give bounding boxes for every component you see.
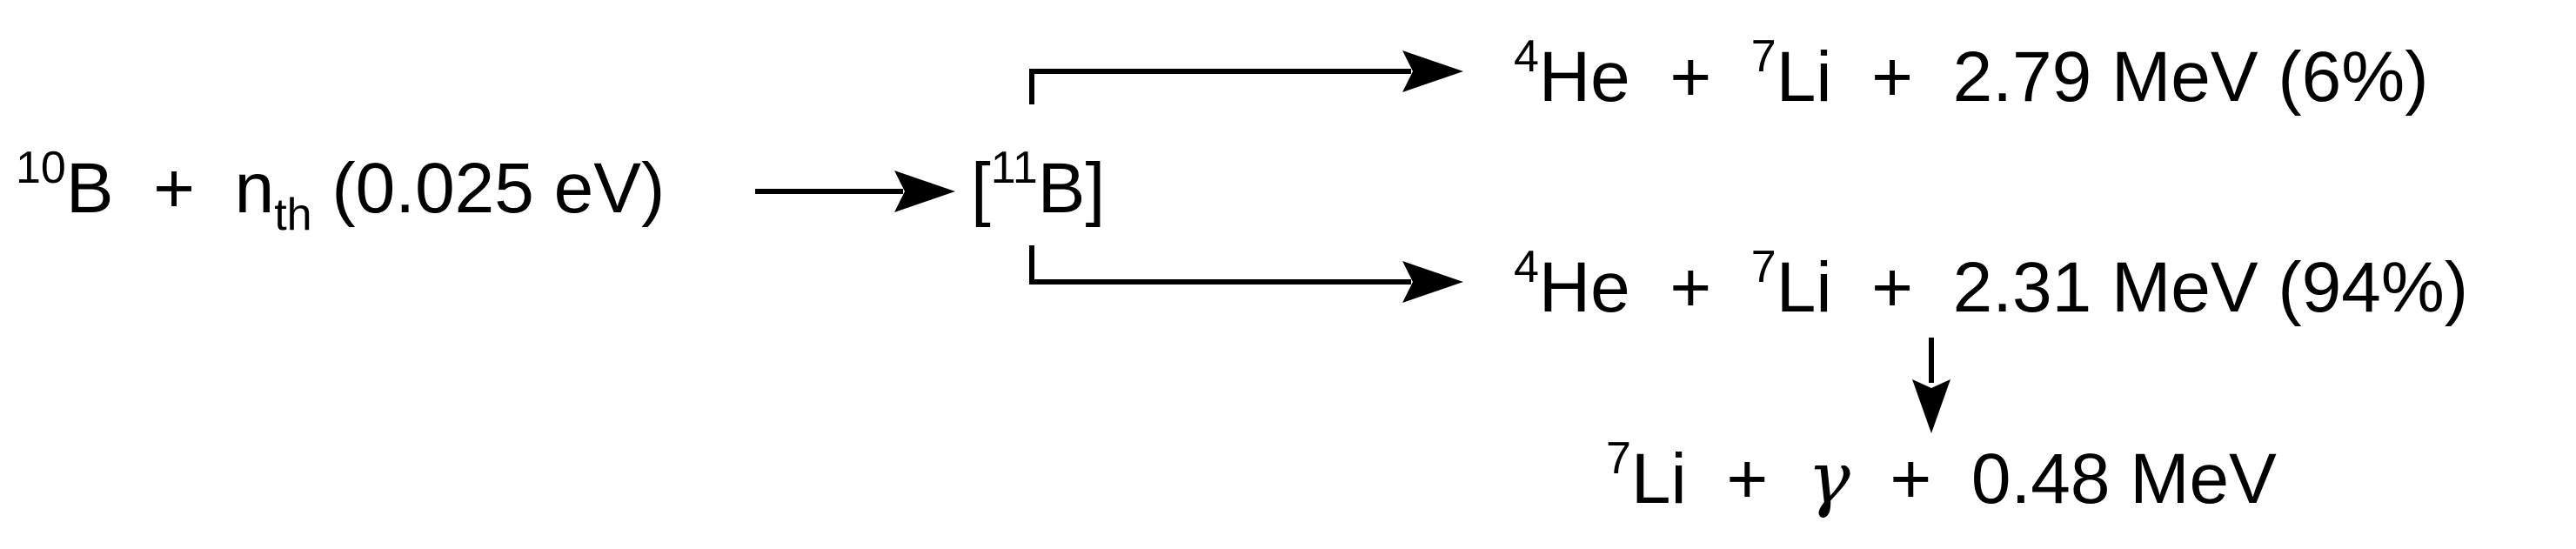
decay-plus-2: +	[1890, 439, 1932, 519]
bottom-energy: 2.31 MeV	[1952, 248, 2258, 327]
reaction-arrowhead	[894, 171, 955, 212]
top-he-mass: 4	[1514, 31, 1539, 82]
intermediate-close-bracket: ]	[1085, 149, 1106, 228]
top-li-symbol: Li	[1776, 37, 1832, 117]
bottom-he-mass: 4	[1514, 242, 1539, 292]
intermediate-open-bracket: [	[971, 149, 991, 228]
neutron-energy: (0.025 eV)	[331, 149, 666, 228]
top-plus-1: +	[1669, 37, 1712, 117]
bottom-li-symbol: Li	[1776, 248, 1832, 327]
top-branch-products: 4He + 7Li + 2.79 MeV (6%)	[1514, 34, 2429, 113]
neutron-symbol: n	[234, 149, 275, 228]
top-branch-line	[1029, 69, 1411, 104]
top-plus-2: +	[1871, 37, 1914, 117]
top-he-symbol: He	[1538, 37, 1630, 117]
boron-10-mass: 10	[16, 143, 66, 193]
bottom-branch-products: 4He + 7Li + 2.31 MeV (94%)	[1514, 244, 2468, 324]
bottom-he-symbol: He	[1538, 248, 1630, 327]
neutron-subscript: th	[274, 190, 312, 240]
decay-products: 7Li + γ + 0.48 MeV	[1606, 436, 2277, 515]
bottom-fraction: (94%)	[2278, 248, 2469, 327]
decay-li-symbol: Li	[1630, 439, 1687, 519]
top-energy: 2.79 MeV	[1952, 37, 2258, 117]
boron-11-mass: 11	[990, 143, 1038, 193]
bottom-branch-line	[1029, 245, 1411, 285]
decay-arrowhead	[1912, 379, 1950, 433]
bottom-plus-1: +	[1669, 248, 1712, 327]
bottom-li-mass: 7	[1750, 242, 1776, 292]
gamma-symbol: γ	[1807, 438, 1850, 520]
reactant-equation: 10B + nth (0.025 eV)	[16, 145, 665, 238]
top-branch-arrowhead	[1402, 50, 1463, 92]
bottom-plus-2: +	[1871, 248, 1914, 327]
reactant-plus: +	[153, 149, 196, 228]
bottom-branch-arrowhead	[1402, 261, 1463, 303]
intermediate-nucleus: [11B]	[971, 145, 1105, 224]
decay-plus-1: +	[1726, 439, 1769, 519]
top-fraction: (6%)	[2278, 37, 2429, 117]
top-li-mass: 7	[1750, 31, 1776, 82]
decay-li-mass: 7	[1606, 433, 1631, 484]
intermediate-symbol: B	[1037, 149, 1086, 228]
boron-symbol: B	[65, 149, 114, 228]
decay-energy: 0.48 MeV	[1970, 439, 2277, 519]
